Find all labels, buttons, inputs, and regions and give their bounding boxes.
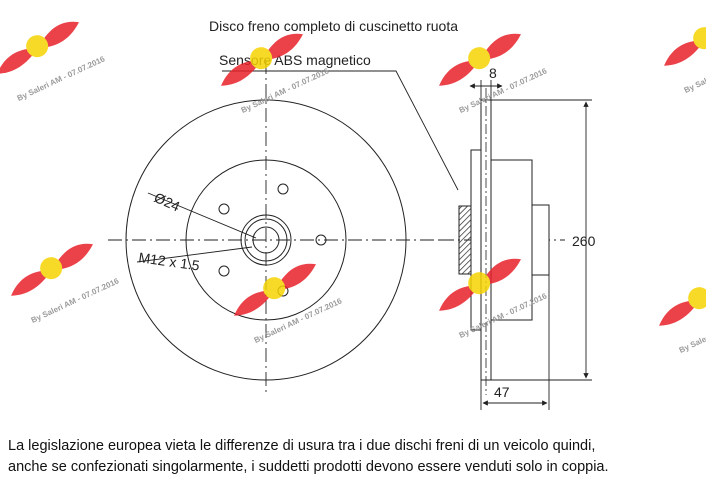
watermark-wing-right	[52, 243, 93, 270]
thread-leader	[136, 246, 253, 263]
saleri-watermark-logo: By Saleri AM - 07.07.2016	[11, 243, 121, 325]
watermark-wing-left	[659, 300, 700, 326]
watermark-wing-right	[275, 263, 316, 290]
watermark-badge	[468, 47, 491, 70]
saleri-watermark-logo: By Saleri AM - 07.07.2016	[664, 13, 706, 95]
abs-sensor-leader	[222, 70, 459, 191]
disc-hat-section	[490, 159, 533, 321]
watermark-wing-left	[221, 60, 262, 86]
watermark-badge	[468, 272, 491, 295]
hub-mid-circle	[244, 218, 288, 262]
legal-note: La legislazione europea vieta le differe…	[8, 436, 702, 478]
watermark-badge	[26, 35, 49, 58]
legal-note-line-1: La legislazione europea vieta le differe…	[8, 438, 596, 454]
disc-outer-circle	[125, 99, 407, 381]
hub-flange	[470, 149, 482, 331]
hub-outer-circle	[240, 214, 292, 266]
thickness-dimension: 8	[489, 65, 497, 81]
drawing-title: Disco freno completo di cuscinetto ruota	[209, 18, 458, 34]
saleri-watermark-logo: By Saleri AM - 07.07.2016	[659, 273, 706, 355]
watermark-wing-right	[480, 33, 521, 60]
watermark-badge	[250, 47, 273, 70]
watermark-text: By Saleri AM - 07.07.2016	[30, 276, 121, 325]
watermark-badge	[688, 287, 706, 310]
watermark-text: By Saleri AM - 07.07.2016	[16, 54, 107, 103]
bolt-hole-1	[277, 183, 289, 195]
legal-note-line-2: anche se confezionati singolarmente, i s…	[8, 459, 609, 475]
watermark-wing-left	[664, 40, 705, 66]
watermark-wing-left	[0, 48, 38, 74]
saleri-watermark-logo: By Saleri AM - 07.07.2016	[234, 263, 344, 345]
bolt-hole-4	[218, 265, 230, 277]
dimension-lines	[469, 80, 592, 410]
abs-sensor-ring	[458, 205, 472, 275]
thread-label: M12 x 1.5	[138, 249, 201, 273]
watermark-badge	[693, 27, 706, 50]
bolt-hole-2	[218, 203, 230, 215]
watermark-wing-left	[11, 270, 52, 296]
diameter-dimension: 260	[572, 233, 596, 249]
saleri-watermark-logo: By Saleri AM - 07.07.2016	[0, 21, 107, 103]
width-dimension: 47	[494, 384, 510, 400]
bolt-hole-3	[315, 234, 327, 246]
watermark-badge	[263, 277, 286, 300]
watermark-badge	[40, 257, 63, 280]
disc-inner-circle	[185, 159, 347, 321]
bearing-boss	[531, 204, 550, 276]
watermark-text: By Saleri AM - 07.07.2016	[458, 66, 549, 115]
hub-diameter-label: Ø24	[152, 189, 183, 214]
hub-diameter-leader	[147, 192, 257, 239]
watermark-wing-left	[234, 290, 275, 316]
watermark-wing-right	[38, 21, 79, 48]
technical-drawing: Ø24 M12 x 1.5 8 260 47 Di	[0, 13, 706, 410]
watermark-wing-left	[439, 60, 480, 86]
watermark-wing-left	[439, 285, 480, 311]
side-view	[222, 70, 565, 395]
watermark-wing-right	[480, 258, 521, 285]
hub-bore-circle	[252, 226, 280, 254]
front-view	[108, 60, 440, 395]
watermark-wing-right	[262, 33, 303, 60]
watermark-text: By Saleri AM - 07.07.2016	[240, 66, 331, 115]
